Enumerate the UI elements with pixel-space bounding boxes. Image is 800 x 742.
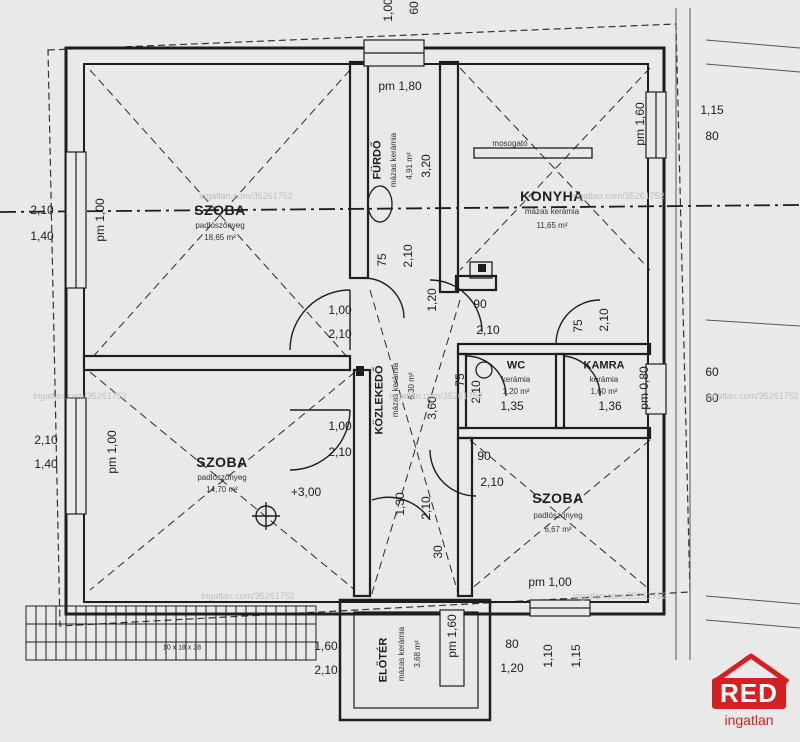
dim-kozl-120: 1,20: [425, 288, 439, 312]
dim-w2-210: 2,10: [34, 433, 58, 447]
house-roof-icon: [712, 653, 790, 685]
dim-d3-75: 75: [571, 319, 585, 333]
dim-kamra-pm: pm 0,80: [637, 366, 651, 410]
dim-furdo-320: 3,20: [419, 154, 433, 178]
dim-bottom-115: 1,15: [569, 644, 583, 668]
red-ingatlan-logo: RED ingatlan: [708, 652, 794, 738]
dim-eloter-80: 80: [505, 637, 519, 651]
room-szoba-sw-name: SZOBA: [196, 454, 248, 470]
dim-e-130: 1,30: [393, 492, 407, 516]
room-eloter-floor: mázas kerámia: [397, 626, 406, 682]
windows: [65, 39, 667, 687]
room-szoba-nw-floor: padlószőnyeg: [195, 221, 245, 230]
watermark: ingatlan.com/35261752: [201, 591, 295, 601]
room-kamra-name: KAMRA: [583, 359, 625, 372]
dim-d1-210: 2,10: [328, 327, 352, 341]
dim-furdo-210: 2,10: [401, 244, 415, 268]
marker-squares: [356, 264, 486, 376]
dim-bottom-110: 1,10: [541, 644, 555, 668]
room-szoba-se-floor: padlószőnyeg: [533, 511, 583, 520]
stair-steps: [35, 606, 307, 660]
dim-pm-160: pm 1,60: [633, 102, 647, 146]
room-szoba-se-area: 6,67 m²: [544, 525, 572, 534]
bathroom-fixtures: [367, 147, 593, 379]
dim-right-60a: 60: [705, 365, 719, 379]
dim-eloter-120: 1,20: [500, 661, 524, 675]
watermark: ingatlan.com/35261752: [571, 191, 665, 201]
room-szoba-nw-name: SZOBA: [194, 202, 246, 218]
level-marker: [252, 502, 280, 530]
dim-d4-210: 2,10: [328, 445, 352, 459]
room-szoba-sw-floor: padlószőnyeg: [197, 473, 247, 482]
room-kamra-floor: kerámia: [589, 375, 619, 384]
dim-w1-210: 2,10: [30, 203, 54, 217]
dim-w2-140: 1,40: [34, 457, 58, 471]
neighbor-roof-lines: [675, 8, 800, 660]
dim-wc-135: 1,35: [500, 399, 524, 413]
room-wc-name: WC: [506, 359, 526, 372]
dim-top-100: 1,00: [381, 0, 395, 22]
watermark: ingatlan.com/35261752: [389, 391, 483, 401]
dim-eloter-pm: pm 1,60: [445, 614, 459, 658]
dim-top-60: 60: [407, 1, 421, 15]
room-diagonals: [89, 67, 651, 601]
room-szoba-nw-area: 18,65 m²: [204, 233, 236, 242]
watermark: ingatlan.com/35261752: [33, 391, 127, 401]
watermark: ingatlan.com/35261752: [573, 591, 667, 601]
dim-pm-100: pm 1,00: [528, 575, 572, 589]
dim-d5-90: 90: [477, 449, 491, 463]
dim-kamra-136: 1,36: [598, 399, 622, 413]
dim-right-60b: 60: [705, 391, 719, 405]
room-szoba-se-name: SZOBA: [532, 490, 584, 506]
dim-w1-140: 1,40: [30, 229, 54, 243]
level-value: +3,00: [290, 485, 322, 499]
dim-e-210: 2,10: [419, 496, 433, 520]
room-kozlekedo-name: KÖZLEKEDŐ: [373, 365, 386, 435]
room-konyha-area: 11,65 m²: [536, 221, 568, 230]
dim-d1-100: 1,00: [328, 303, 352, 317]
dim-d3-210: 2,10: [597, 308, 611, 332]
room-furdo-floor: mázas kerámia: [389, 132, 398, 188]
dim-right-115: 1,15: [700, 103, 724, 117]
dim-eloter-210: 2,10: [314, 663, 338, 677]
dim-e-30: 30: [431, 545, 445, 559]
dim-d2-210: 2,10: [476, 323, 500, 337]
watermark: ingatlan.com/35261752: [199, 191, 293, 201]
interior-walls: [82, 60, 652, 722]
room-furdo-area: 4,91 m²: [405, 152, 414, 180]
exterior-stairs: [25, 605, 317, 661]
room-konyha-name: KONYHA: [520, 188, 584, 204]
dim-right-80: 80: [705, 129, 719, 143]
dim-d5-210: 2,10: [480, 475, 504, 489]
dim-d2-90: 90: [473, 297, 487, 311]
logo-sub: ingatlan: [724, 712, 774, 728]
dim-d4-100: 1,00: [328, 419, 352, 433]
dim-furdo-75: 75: [375, 253, 389, 267]
room-wc-area: 1,20 m²: [502, 387, 530, 396]
room-eloter-area: 3,68 m²: [413, 640, 422, 668]
dim-w2-pm: pm 1,00: [105, 430, 119, 474]
section-line: [0, 204, 800, 213]
dim-eloter-160: 1,60: [314, 639, 338, 653]
counter-label: mosogató: [492, 139, 528, 148]
dim-pm-180: pm 1,80: [378, 79, 422, 93]
door-swings: [289, 277, 601, 521]
room-szoba-sw-area: 14,70 m²: [206, 485, 238, 494]
watermark: ingatlan.com/35261752: [705, 391, 799, 401]
roof-outline: [47, 23, 691, 627]
room-kamra-area: 1,60 m²: [590, 387, 618, 396]
room-wc-floor: kerámia: [501, 375, 531, 384]
room-furdo-name: FÜRDŐ: [371, 140, 384, 180]
stair-note: 10 x 18 x 28: [162, 644, 202, 652]
room-eloter-name: ELŐTÉR: [377, 637, 390, 683]
logo-brand: RED: [712, 678, 786, 709]
room-konyha-floor: mázas kerámia: [524, 207, 580, 216]
dim-w1-pm: pm 1,00: [93, 198, 107, 242]
room-kozlekedo-floor: mázas kerámia: [391, 362, 400, 418]
dim-wc-75: 75: [453, 373, 467, 387]
